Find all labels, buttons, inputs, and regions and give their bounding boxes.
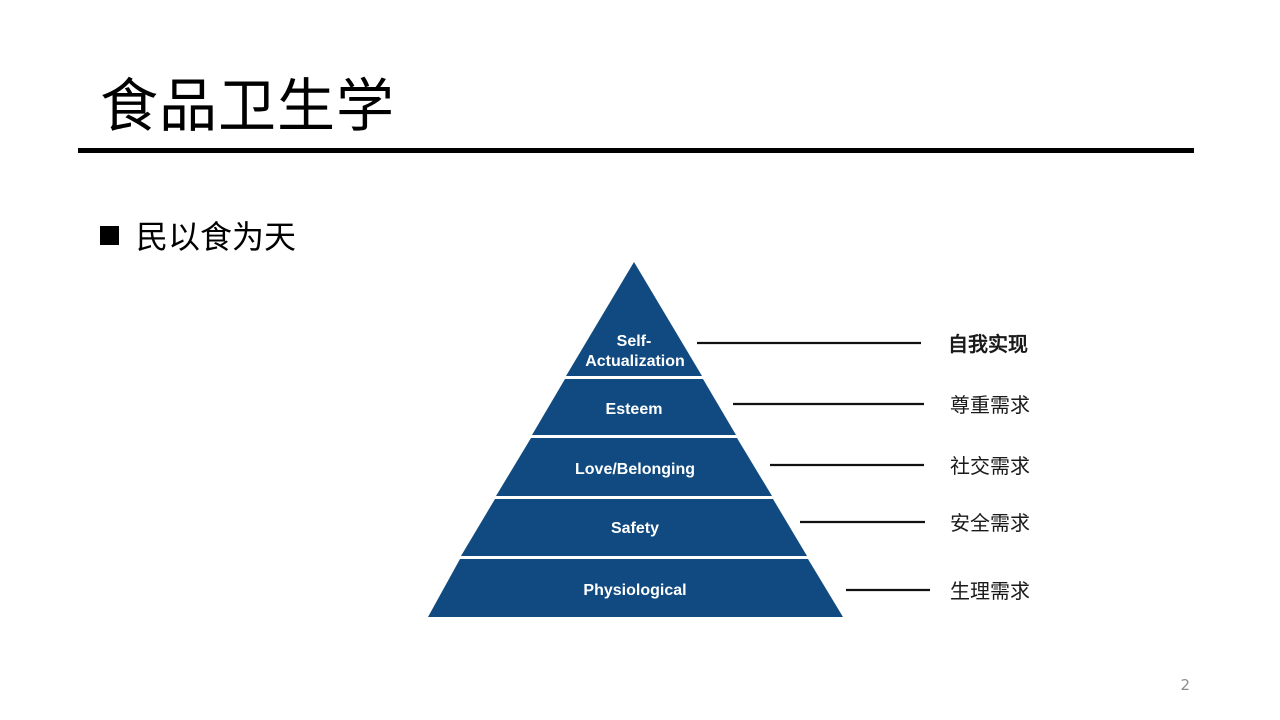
tier-label-self-actualization-line2: Actualization [585,353,685,370]
tier-label-self-actualization-line1: Self- [617,333,652,350]
caption-self-actualization: 自我实现 [948,332,1028,356]
caption-safety: 安全需求 [950,511,1030,535]
title-divider [78,148,1194,153]
caption-esteem: 尊重需求 [950,393,1030,417]
page-number: 2 [1180,676,1190,694]
caption-love-belonging: 社交需求 [950,454,1030,478]
pyramid-tier-esteem [532,379,736,435]
pyramid-tier-safety [461,499,807,556]
tier-label-physiological: Physiological [583,582,686,599]
bullet-item: 民以食为天 [100,212,296,258]
pyramid-tier-self-actualization [566,262,702,376]
caption-physiological: 生理需求 [950,579,1030,603]
square-bullet-icon [100,225,119,245]
slide-title: 食品卫生学 [100,72,396,140]
bullet-text: 民以食为天 [136,218,297,256]
pyramid-tier-physiological [428,559,843,617]
tier-label-esteem: Esteem [606,401,663,418]
tier-label-safety: Safety [611,520,659,537]
pyramid-tier-love-belonging [496,438,772,496]
tier-label-love-belonging: Love/Belonging [575,461,695,478]
